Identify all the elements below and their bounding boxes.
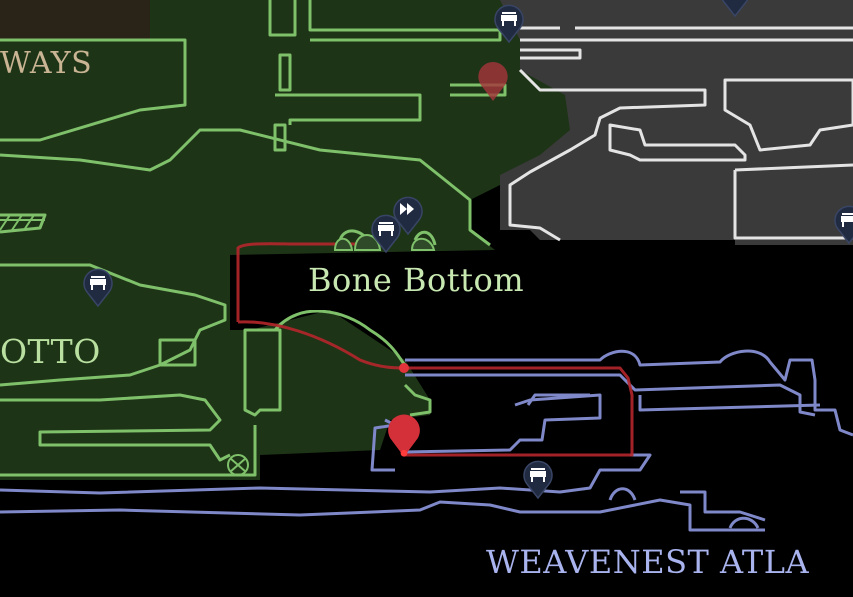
map-marker-icon[interactable] (387, 410, 421, 458)
area-label-grotto: OTTO (0, 332, 101, 371)
bench-icon[interactable] (523, 458, 553, 500)
grey-region (500, 0, 853, 245)
area-label-weavenest: WEAVENEST ATLA (486, 543, 810, 581)
bench-icon[interactable] (371, 212, 401, 254)
bone-bottom-banner (245, 255, 853, 310)
blue-outlines (0, 349, 853, 532)
route-node-icon (399, 363, 409, 373)
area-label-ways: WAYS (0, 46, 93, 81)
green-region (0, 0, 575, 480)
green-markings (0, 214, 249, 476)
bench-icon[interactable] (720, 0, 750, 18)
grey-outlines (508, 26, 853, 242)
area-label-bone-bottom: Bone Bottom (308, 261, 525, 299)
route-line (236, 242, 634, 457)
map-marker-icon[interactable] (477, 58, 509, 102)
bone-bottom-huts (333, 234, 436, 251)
bench-icon[interactable] (834, 203, 853, 245)
fast-forward-icon[interactable] (393, 194, 423, 236)
bench-icon[interactable] (83, 266, 113, 308)
bench-icon[interactable] (494, 2, 524, 44)
